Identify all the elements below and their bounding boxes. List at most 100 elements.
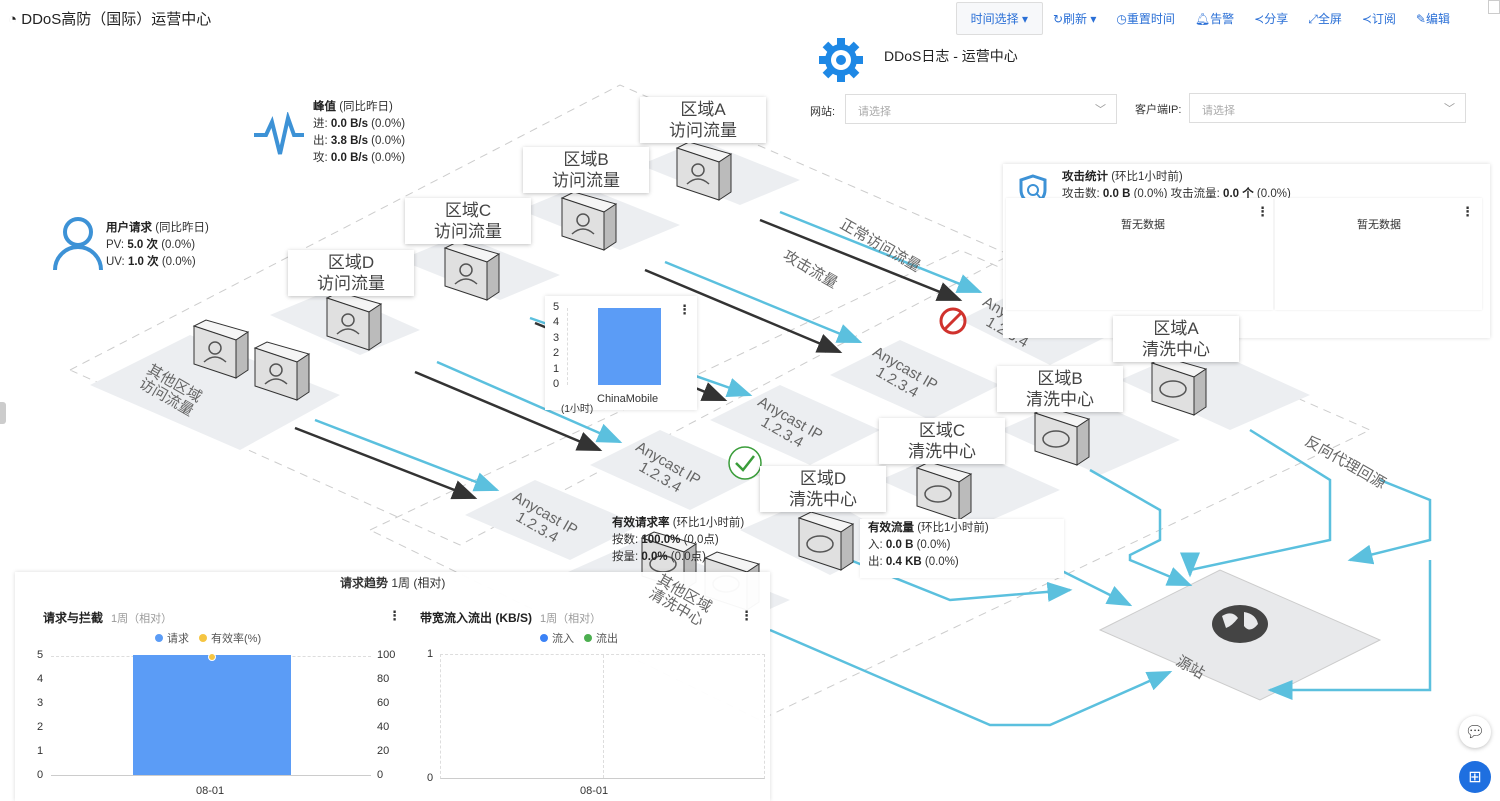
y-tick: 0	[37, 769, 44, 781]
server-icon	[325, 291, 383, 351]
time-select-button[interactable]: 时间选择 ▾	[955, 2, 1043, 35]
more-menu-icon[interactable]: ⋮	[1256, 204, 1269, 219]
share-button[interactable]: ≺分享	[1254, 12, 1289, 26]
peak-stats: 峰值 (同比昨日) 进: 0.0 B/s (0.0%) 出: 3.8 B/s (…	[313, 101, 406, 164]
isp-x-label: ChinaMobile	[597, 393, 659, 405]
server-icon	[253, 341, 311, 401]
legend-item[interactable]: 有效率(%)	[199, 630, 261, 646]
y-tick: 0	[427, 772, 434, 784]
y-tick: 3	[553, 331, 560, 344]
y-tick: 5	[553, 301, 560, 313]
server-icon	[1150, 356, 1208, 416]
more-menu-icon[interactable]: ⋮	[388, 608, 401, 623]
y-tick: 1	[37, 745, 44, 757]
refresh-button[interactable]: ↻刷新 ▾	[1052, 12, 1097, 26]
side-collapse-handle[interactable]	[0, 402, 6, 424]
valid-rate-stats: 有效请求率 (环比1小时前) 按数: 100.0% (0.0点) 按量: 0.0…	[612, 517, 745, 563]
server-icon	[797, 511, 855, 571]
panel-toggle[interactable]	[1488, 0, 1500, 14]
site-select[interactable]: 请选择﹀	[845, 94, 1117, 124]
server-icon	[675, 141, 733, 201]
server-icon	[192, 319, 250, 379]
server-icon	[443, 241, 501, 301]
server-icon	[915, 461, 973, 521]
y-tick: 4	[37, 673, 44, 685]
page-title: ◔ DDoS高防（国际）运营中心	[8, 11, 212, 28]
refresh-icon: ↻	[1052, 12, 1064, 26]
apps-button[interactable]: ⊞	[1459, 761, 1491, 793]
isp-bar	[598, 308, 661, 385]
site-label: 网站:	[810, 106, 836, 118]
pulse-icon	[254, 112, 304, 155]
chevron-down-icon: ﹀	[1444, 103, 1455, 115]
y-tick: 0	[553, 378, 560, 390]
chart1-plot	[51, 653, 371, 776]
client-ip-select[interactable]: 请选择﹀	[1189, 93, 1466, 123]
isp-plot	[567, 308, 691, 385]
y-tick: 0	[377, 769, 384, 781]
chat-icon: 💬︎	[1464, 724, 1486, 741]
subscribe-button[interactable]: ≺订阅	[1361, 12, 1396, 26]
point-valid-rate[interactable]	[208, 653, 216, 661]
user-icon	[53, 217, 103, 271]
y-tick: 1	[553, 362, 560, 375]
expand-icon: ⤢	[1308, 12, 1318, 26]
legend-item[interactable]: 流入	[540, 630, 574, 646]
y-tick: 100	[377, 649, 396, 661]
more-menu-icon[interactable]: ⋮	[740, 608, 753, 623]
chart2-legend: 流入 流出	[540, 630, 618, 646]
client-ip-label: 客户端IP:	[1135, 104, 1182, 116]
attack-chart-2: 暂无数据 ⋮	[1275, 198, 1482, 310]
edit-button[interactable]: ✎编辑	[1415, 12, 1450, 26]
y-tick: 40	[377, 721, 390, 733]
attack-chart-1: 暂无数据 ⋮	[1006, 198, 1273, 310]
server-icon	[1033, 406, 1091, 466]
valid-flow-stats: 有效流量 (环比1小时前) 入: 0.0 B (0.0%) 出: 0.4 KB …	[860, 519, 1064, 578]
blocked-icon	[939, 307, 967, 335]
y-tick: 1	[427, 648, 434, 660]
pencil-icon: ✎	[1415, 12, 1426, 26]
bell-icon: 🔔︎	[1194, 12, 1211, 26]
share-icon: ≺	[1254, 12, 1265, 26]
y-tick: 80	[377, 673, 390, 685]
chart2-plot	[440, 654, 765, 779]
globe-icon	[1212, 605, 1268, 643]
x-tick: 08-01	[580, 785, 609, 797]
trend-title: 请求趋势 1周 (相对)	[340, 576, 446, 590]
bar-requests[interactable]	[133, 655, 291, 775]
grid-icon: ⊞	[1468, 769, 1482, 786]
chart1-legend: 请求 有效率(%)	[155, 630, 261, 646]
alert-button[interactable]: 🔔︎告警	[1194, 12, 1235, 26]
server-icon	[560, 191, 618, 251]
chart-icon: ◔	[8, 11, 22, 28]
y-tick: 60	[377, 697, 390, 709]
check-icon	[728, 446, 762, 480]
legend-item[interactable]: 流出	[584, 630, 618, 646]
chevron-down-icon: ﹀	[1095, 104, 1106, 116]
share-icon: ≺	[1361, 12, 1372, 26]
legend-item[interactable]: 请求	[155, 630, 189, 646]
y-tick: 2	[553, 347, 560, 360]
dashboard-title: DDoS日志 - 运营中心	[884, 48, 1018, 64]
isp-note: (1小时)	[561, 404, 594, 415]
y-tick: 3	[37, 697, 44, 709]
more-menu-icon[interactable]: ⋮	[1461, 204, 1474, 219]
y-tick: 20	[377, 745, 390, 757]
user-request-stats: 用户请求 (同比昨日) PV: 5.0 次 (0.0%) UV: 1.0 次 (…	[106, 222, 209, 268]
more-menu-icon[interactable]: ⋮	[678, 302, 691, 317]
chart2-title: 带宽流入流出 (KB/S)1周（相对）	[420, 611, 602, 625]
chat-button[interactable]: 💬︎	[1459, 716, 1491, 748]
y-tick: 2	[37, 721, 44, 733]
reset-time-button[interactable]: ◷重置时间	[1116, 12, 1175, 26]
fullscreen-button[interactable]: ⤢全屏	[1308, 12, 1342, 26]
